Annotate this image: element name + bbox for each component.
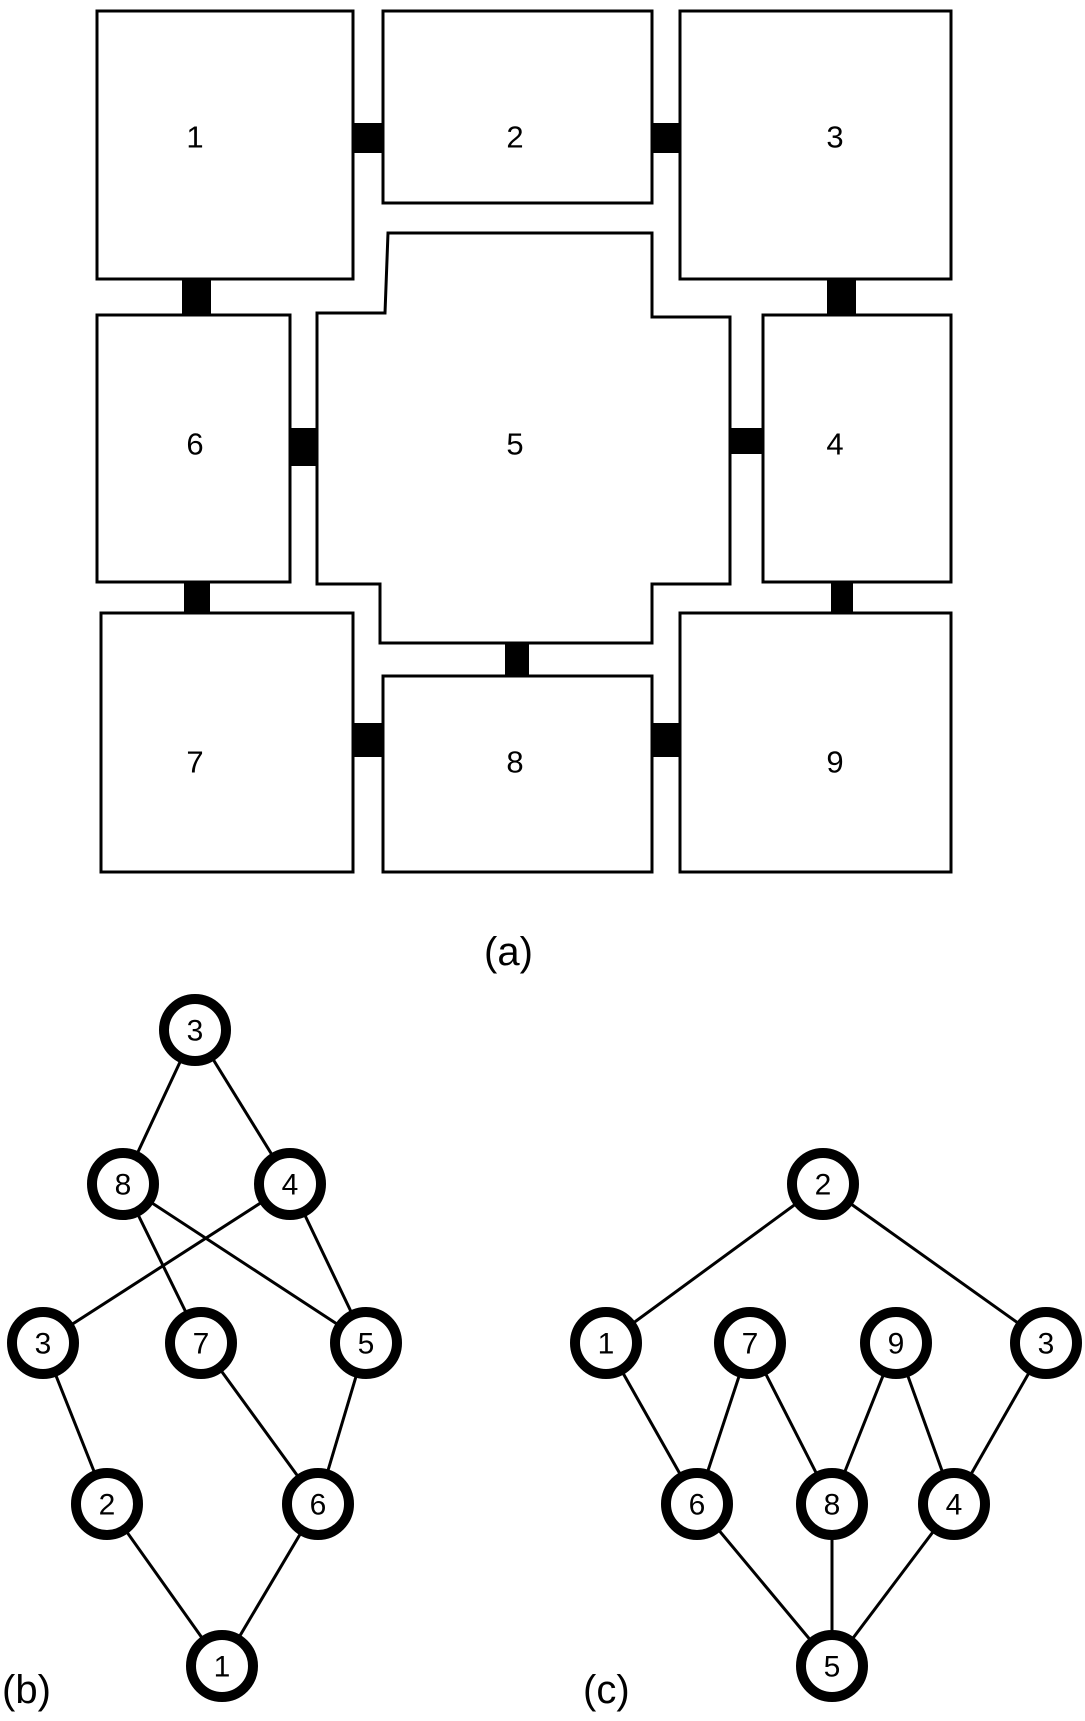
graph-b-node-label: 7 (193, 1328, 210, 1361)
graph-b-node-b7: 7 (165, 1307, 237, 1379)
room-6 (95, 313, 292, 584)
door-8-9 (652, 723, 680, 757)
graph-b-node-circle (165, 1307, 237, 1379)
graph-b-node-label: 3 (187, 1015, 204, 1048)
graph-c-node-label: 6 (689, 1489, 706, 1522)
graph-c-node-label: 1 (598, 1328, 615, 1361)
graph-c-edge-c2-c3 (822, 1182, 1047, 1345)
room-label-3: 3 (826, 120, 843, 155)
graph-c-node-circle (570, 1307, 642, 1379)
room-1 (95, 9, 355, 281)
graph-c-node-label: 8 (824, 1489, 841, 1522)
graph-c-node-c3: 3 (1010, 1307, 1082, 1379)
caption-c: (c) (583, 1668, 630, 1712)
floorplan: 1 2 3 4 5 6 7 8 9 (a) (95, 9, 953, 974)
door-2-3 (652, 123, 680, 153)
door-1-6 (182, 279, 211, 315)
graph-b-node-label: 2 (99, 1489, 116, 1522)
graph-b-node-b3: 3 (7, 1307, 79, 1379)
graph-c-node-c6: 6 (661, 1468, 733, 1540)
room-label-4: 4 (826, 427, 843, 462)
graph-c-edge-c2-c1 (605, 1182, 824, 1345)
room-9 (678, 611, 953, 874)
graph-b-node-b1: 1 (186, 1630, 258, 1702)
door-5-4 (730, 428, 763, 454)
door-3-4 (827, 279, 856, 315)
graph-c-node-circle (661, 1468, 733, 1540)
graph-c-node-label: 2 (815, 1169, 832, 1202)
graph-b-node-b2: 2 (71, 1468, 143, 1540)
graph-b-node-b5: 5 (330, 1307, 402, 1379)
room-5 (315, 231, 732, 645)
graph-c-node-circle (918, 1468, 990, 1540)
graph-b-node-b8: 8 (87, 1148, 159, 1220)
room-label-5: 5 (506, 427, 523, 462)
room-7 (99, 611, 355, 874)
graph-b-node-b6: 6 (282, 1468, 354, 1540)
graph-b-node-label: 6 (310, 1489, 327, 1522)
room-label-2: 2 (506, 120, 523, 155)
graph-b-edge-b8-b5 (122, 1182, 367, 1345)
graph-c-node-c7: 7 (714, 1307, 786, 1379)
room-label-1: 1 (186, 120, 203, 155)
room-label-9: 9 (826, 745, 843, 780)
room-4 (761, 313, 953, 584)
door-6-7 (184, 582, 210, 613)
door-4-9 (831, 582, 853, 613)
door-6-5 (290, 428, 317, 466)
graph-b-node-label: 5 (358, 1328, 375, 1361)
graph-c-node-circle (714, 1307, 786, 1379)
graph-b-node-b4: 4 (254, 1148, 326, 1220)
graph-b-node-label: 3 (35, 1328, 52, 1361)
graph-c-node-c8: 8 (796, 1468, 868, 1540)
graph-b-node-label: 8 (115, 1169, 132, 1202)
graph-c-node-label: 4 (946, 1489, 963, 1522)
graph-c-node-label: 7 (742, 1328, 759, 1361)
graph-c-node-circle (1010, 1307, 1082, 1379)
graph-b-node-label: 1 (214, 1651, 231, 1684)
door-5-8 (505, 643, 529, 676)
graph-b-node-circle (71, 1468, 143, 1540)
graph-b-node-circle (186, 1630, 258, 1702)
graph-c-node-c5: 5 (796, 1630, 868, 1702)
graph-c-node-c9: 9 (860, 1307, 932, 1379)
graph-b-node-circle (282, 1468, 354, 1540)
door-1-2 (353, 123, 383, 153)
graph-c-node-label: 9 (888, 1328, 905, 1361)
graph-b-node-b3top: 3 (159, 994, 231, 1066)
caption-a: (a) (484, 930, 533, 974)
room-label-6: 6 (186, 427, 203, 462)
room-2 (381, 9, 654, 205)
graph-b-edge-b4-b3 (42, 1182, 291, 1345)
graph-c-node-c4: 4 (918, 1468, 990, 1540)
graph-c-node-c1: 1 (570, 1307, 642, 1379)
room-3 (678, 9, 953, 281)
graph-b-node-circle (87, 1148, 159, 1220)
graph-b-node-circle (330, 1307, 402, 1379)
graph-c-node-circle (796, 1468, 868, 1540)
door-7-8 (353, 723, 383, 757)
room-label-7: 7 (186, 745, 203, 780)
graph-c: 2 1 7 9 3 6 8 4 5 (570, 1148, 1082, 1702)
graph-b-node-circle (159, 994, 231, 1066)
graph-c-node-c2: 2 (787, 1148, 859, 1220)
graph-b-node-circle (7, 1307, 79, 1379)
graph-c-node-label: 5 (824, 1651, 841, 1684)
graph-b-node-label: 4 (282, 1169, 299, 1202)
graph-b-node-circle (254, 1148, 326, 1220)
caption-b: (b) (2, 1668, 51, 1712)
graph-c-node-circle (860, 1307, 932, 1379)
room-label-8: 8 (506, 745, 523, 780)
graph-b: 3 8 4 3 7 5 2 6 1 (7, 994, 402, 1702)
graph-c-node-circle (796, 1630, 868, 1702)
graph-c-node-circle (787, 1148, 859, 1220)
graph-c-node-label: 3 (1038, 1328, 1055, 1361)
room-8 (381, 674, 654, 874)
